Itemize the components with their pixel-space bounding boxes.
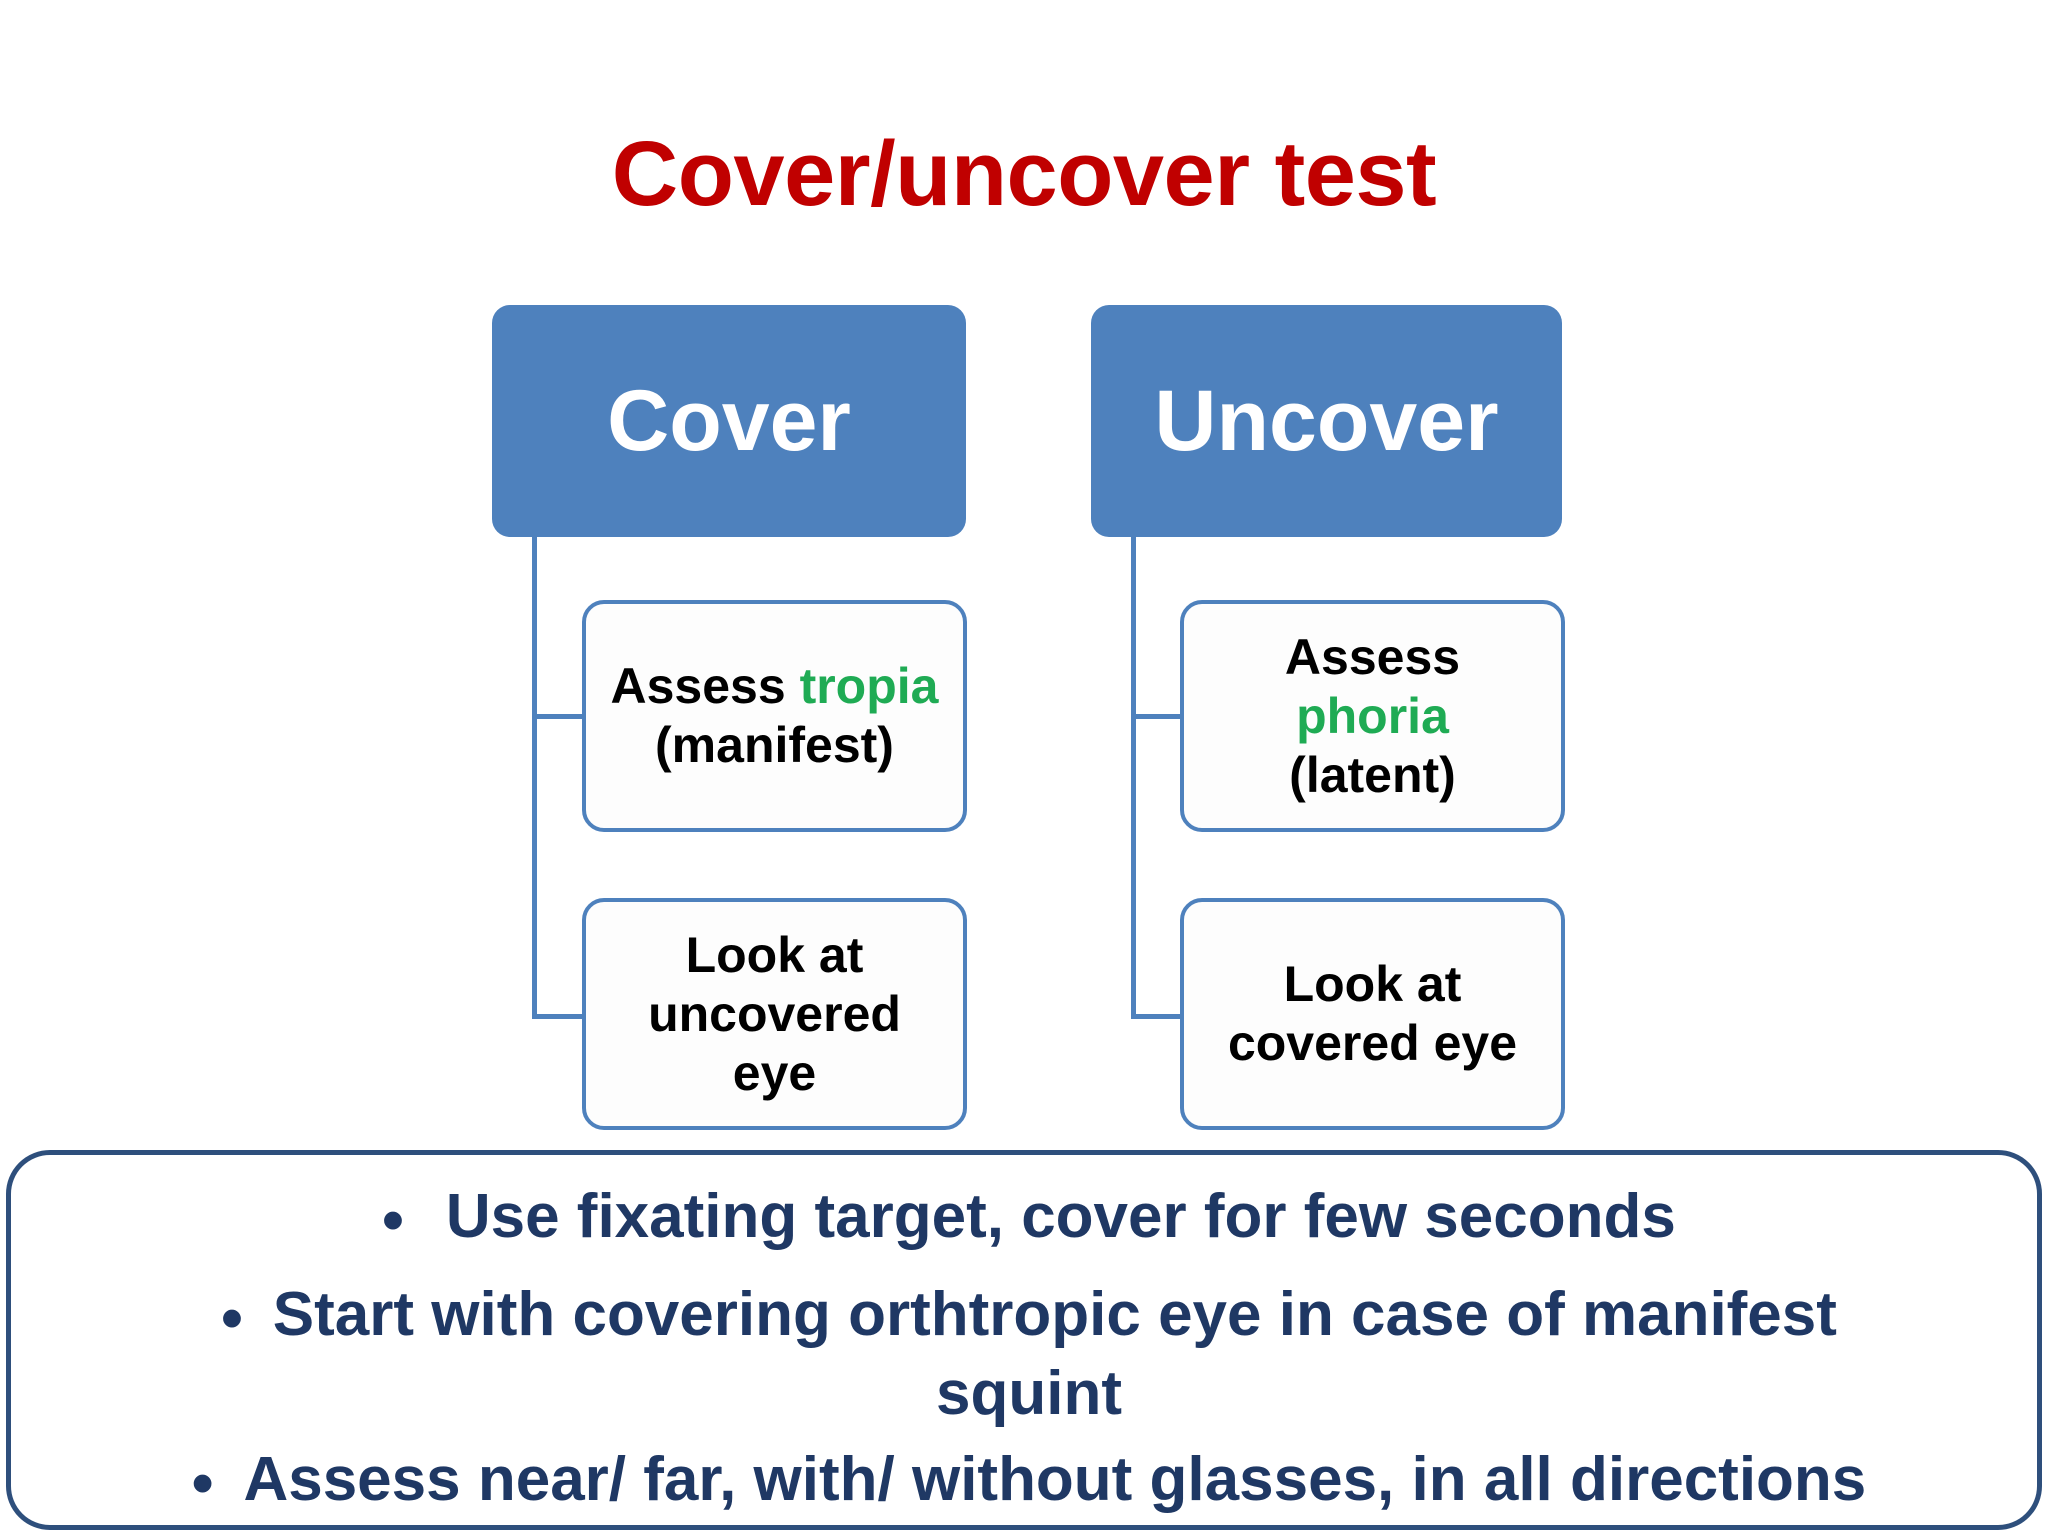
notes-panel: • Use fixating target, cover for few seco…	[6, 1150, 2042, 1530]
uncovered-line2: uncovered	[648, 985, 901, 1042]
phoria-keyword: phoria	[1296, 687, 1449, 744]
node-assess-tropia[interactable]: Assess tropia (manifest)	[582, 600, 967, 832]
note-item-3: • Assess near/ far, with/ without glasses…	[11, 1440, 2037, 1519]
bullet-icon: •	[382, 1185, 404, 1255]
node-uncover-label: Uncover	[1154, 372, 1499, 469]
page-title: Cover/uncover test	[611, 123, 1437, 225]
note-item-1: • Use fixating target, cover for few seco…	[11, 1177, 2037, 1256]
tropia-line1-plain: Assess	[610, 658, 800, 714]
bullet-icon: •	[221, 1283, 243, 1353]
phoria-line3: (latent)	[1289, 746, 1456, 803]
note-item-3-text: Assess near/ far, with/ without glasses,…	[243, 1445, 1867, 1514]
node-cover-label: Cover	[607, 372, 851, 469]
connector-trunk-cover	[532, 537, 537, 1019]
node-assess-phoria[interactable]: Assess phoria (latent)	[1180, 600, 1565, 832]
note-item-2-text: Start with covering orthtropic eye in ca…	[272, 1280, 1837, 1349]
note-item-2-line-2: squint	[936, 1359, 1122, 1429]
uncovered-line1: Look at	[685, 926, 864, 983]
node-assess-tropia-text: Assess tropia (manifest)	[611, 657, 939, 775]
tropia-line2: (manifest)	[655, 717, 894, 773]
connector-stub-uncover-to-phoria	[1131, 714, 1183, 719]
node-assess-phoria-text: Assess phoria (latent)	[1285, 628, 1460, 805]
uncovered-line3: eye	[732, 1044, 817, 1101]
node-look-at-uncovered-eye[interactable]: Look at uncovered eye	[582, 898, 967, 1130]
node-look-at-covered-eye-text: Look at covered eye	[1228, 955, 1517, 1073]
note-item-1-text: Use fixating target, cover for few secon…	[445, 1182, 1676, 1251]
connector-stub-uncover-to-covered-eye	[1131, 1014, 1183, 1019]
bullet-icon: •	[191, 1448, 214, 1518]
connector-trunk-uncover	[1131, 537, 1136, 1019]
tropia-keyword: tropia	[799, 658, 939, 714]
note-item-2-line-1: • Start with covering orthtropic eye in c…	[11, 1275, 2037, 1354]
connector-stub-cover-to-uncovered-eye	[532, 1014, 584, 1019]
note-item-2: • Start with covering orthtropic eye in c…	[11, 1275, 2037, 1434]
covered-line1: Look at	[1283, 956, 1462, 1012]
phoria-line1: Assess	[1284, 628, 1461, 685]
connector-stub-cover-to-tropia	[532, 714, 584, 719]
covered-line2: covered eye	[1227, 1015, 1518, 1071]
node-look-at-covered-eye[interactable]: Look at covered eye	[1180, 898, 1565, 1130]
node-cover-header[interactable]: Cover	[492, 305, 966, 537]
node-look-at-uncovered-eye-text: Look at uncovered eye	[648, 926, 901, 1103]
node-uncover-header[interactable]: Uncover	[1091, 305, 1562, 537]
